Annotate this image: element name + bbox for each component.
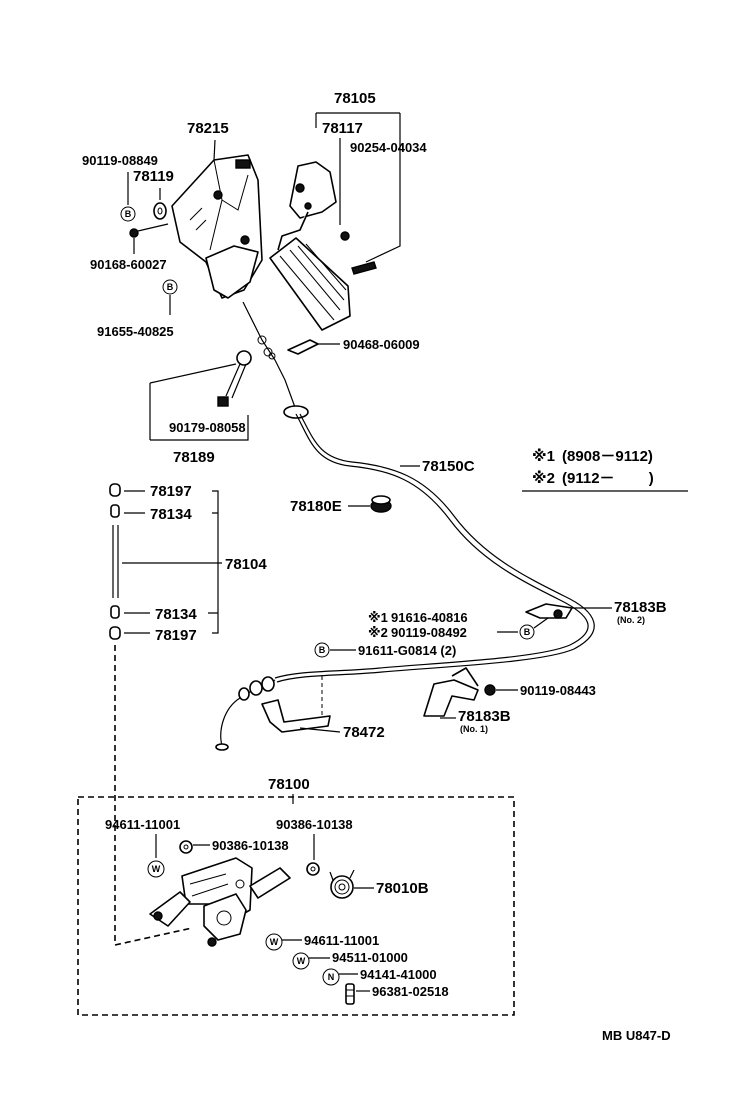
label-78197-top: 78197 bbox=[150, 483, 192, 500]
leader-b-to-bracket bbox=[533, 617, 549, 629]
label-91655-40825: 91655-40825 bbox=[97, 324, 174, 339]
svg-text:※1: ※1 bbox=[532, 447, 555, 465]
label-78183B-no1: 78183B bbox=[458, 708, 511, 725]
label-78104: 78104 bbox=[225, 556, 267, 573]
grommet-78180E bbox=[370, 495, 392, 513]
svg-text:※2: ※2 bbox=[532, 469, 555, 487]
label-94141-41000: 94141-41000 bbox=[360, 967, 437, 982]
svg-text:N: N bbox=[328, 972, 335, 982]
stopper-bolt-90179 bbox=[217, 350, 252, 407]
nut-icon bbox=[306, 862, 320, 876]
label-91611-G0814: 91611-G0814 (2) bbox=[358, 643, 456, 658]
badge-B-icon: B bbox=[120, 206, 136, 222]
label-90119-08443: 90119-08443 bbox=[520, 683, 596, 698]
cable-end-clip bbox=[242, 301, 319, 411]
svg-text:W: W bbox=[152, 864, 161, 874]
badge-N-icon: N bbox=[322, 968, 340, 986]
clip-78197-bottom bbox=[109, 626, 121, 640]
label-78100: 78100 bbox=[268, 776, 310, 793]
label-78215: 78215 bbox=[187, 120, 229, 137]
label-90386-10138-a: 90386-10138 bbox=[212, 838, 289, 853]
badge-W-icon: W bbox=[147, 860, 165, 878]
svg-text:W: W bbox=[270, 937, 279, 947]
badge-B-icon: B bbox=[314, 642, 330, 658]
bracket-78183B-no2 bbox=[525, 603, 573, 619]
leader-78215 bbox=[213, 139, 216, 161]
badge-W-icon: W bbox=[265, 933, 283, 951]
bushing-78134-top bbox=[110, 504, 120, 518]
label-90119-08849: 90119-08849 bbox=[82, 153, 158, 168]
pedal-arm-78117 bbox=[269, 161, 377, 331]
label-78189: 78189 bbox=[173, 449, 215, 466]
label-78197-bottom: 78197 bbox=[155, 627, 197, 644]
label-91616-40816: 91616-40816 bbox=[391, 610, 468, 625]
svg-text:B: B bbox=[524, 627, 531, 637]
label-90119-08492: 90119-08492 bbox=[391, 625, 467, 640]
pin-96381 bbox=[345, 983, 355, 1005]
assembly-box-78100 bbox=[77, 796, 515, 1016]
note-no1: (No. 1) bbox=[460, 724, 488, 734]
label-78134-bottom: 78134 bbox=[155, 606, 197, 623]
rod-assembly bbox=[109, 483, 121, 640]
svg-text:B: B bbox=[125, 209, 132, 219]
label-90254-04034: 90254-04034 bbox=[350, 140, 427, 155]
label-96381-02518: 96381-02518 bbox=[372, 984, 449, 999]
bracket-78183B-no1 bbox=[423, 667, 496, 717]
footer-code: MB U847-D bbox=[602, 1028, 671, 1043]
washer-icon bbox=[153, 202, 167, 220]
badge-B-icon: B bbox=[162, 279, 178, 295]
bolt-icon bbox=[129, 223, 169, 238]
mark-2: ※2 bbox=[368, 625, 388, 640]
nut-icon bbox=[179, 840, 193, 854]
dashed-connector bbox=[114, 645, 193, 946]
svg-text:B: B bbox=[167, 282, 174, 292]
spring-78010B bbox=[329, 869, 355, 899]
label-78472: 78472 bbox=[343, 724, 385, 741]
link-mechanism bbox=[149, 857, 291, 947]
clip-78197-top bbox=[109, 483, 121, 497]
label-78119: 78119 bbox=[133, 168, 174, 185]
svg-text:(9112－ ): (9112－ ) bbox=[562, 470, 654, 487]
bracket-78472 bbox=[261, 699, 331, 733]
leader-78105 bbox=[315, 112, 401, 263]
label-94611-11001-b: 94611-11001 bbox=[304, 933, 379, 948]
label-78150C: 78150C bbox=[422, 458, 475, 475]
label-94611-11001-a: 94611-11001 bbox=[105, 817, 180, 832]
leader-78104 bbox=[122, 490, 222, 634]
label-78134-top: 78134 bbox=[150, 506, 192, 523]
leader-78189 bbox=[149, 363, 249, 441]
cable-lower-end bbox=[215, 676, 276, 751]
label-90168-60027: 90168-60027 bbox=[90, 257, 167, 272]
label-78117: 78117 bbox=[322, 120, 363, 137]
accelerator-cable-78150C bbox=[274, 405, 595, 683]
label-90468-06009: 90468-06009 bbox=[343, 337, 420, 352]
leader-78472 bbox=[299, 727, 341, 733]
bushing-78134-bottom bbox=[110, 605, 120, 619]
label-90386-10138-b: 90386-10138 bbox=[276, 817, 353, 832]
label-90179-08058: 90179-08058 bbox=[169, 420, 246, 435]
rod-78104 bbox=[112, 525, 119, 598]
legend: ※1 (8908－9112) ※2 (9112－ ) bbox=[522, 447, 688, 492]
label-78010B: 78010B bbox=[376, 880, 429, 897]
label-78105: 78105 bbox=[334, 90, 376, 107]
svg-text:(8908－9112): (8908－9112) bbox=[562, 448, 653, 465]
badge-B-icon: B bbox=[519, 624, 535, 640]
label-94511-01000: 94511-01000 bbox=[332, 950, 408, 965]
label-78180E: 78180E bbox=[290, 498, 342, 515]
pedal-bracket-78215 bbox=[171, 154, 263, 299]
label-78183B-no2: 78183B bbox=[614, 599, 667, 616]
note-no2: (No. 2) bbox=[617, 615, 645, 625]
svg-text:W: W bbox=[297, 956, 306, 966]
mark-1: ※1 bbox=[368, 610, 388, 625]
leader-78119 bbox=[127, 172, 161, 205]
badge-W-icon: W bbox=[292, 952, 310, 970]
svg-text:B: B bbox=[319, 645, 326, 655]
